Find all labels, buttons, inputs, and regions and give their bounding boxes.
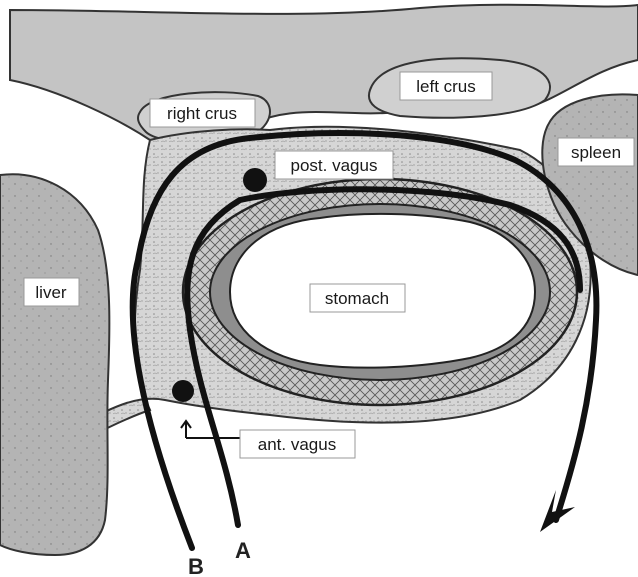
stomach-text: stomach [325, 289, 389, 308]
label-left-crus: left crus [400, 72, 492, 100]
label-post-vagus: post. vagus [275, 151, 393, 179]
post-vagus-text: post. vagus [291, 156, 378, 175]
ant-vagus-text: ant. vagus [258, 435, 336, 454]
anterior-vagus-nerve [172, 380, 194, 402]
label-ant-vagus: ant. vagus [240, 430, 355, 458]
spleen-text: spleen [571, 143, 621, 162]
left-crus-text: left crus [416, 77, 476, 96]
label-right-crus: right crus [150, 99, 255, 127]
path-b-label: B [188, 554, 204, 577]
label-liver: liver [24, 278, 79, 306]
posterior-vagus-nerve [243, 168, 267, 192]
path-a-label: A [235, 538, 251, 563]
label-stomach: stomach [310, 284, 405, 312]
liver-text: liver [35, 283, 67, 302]
liver-shape [0, 174, 109, 555]
label-spleen: spleen [558, 138, 634, 166]
right-crus-text: right crus [167, 104, 237, 123]
